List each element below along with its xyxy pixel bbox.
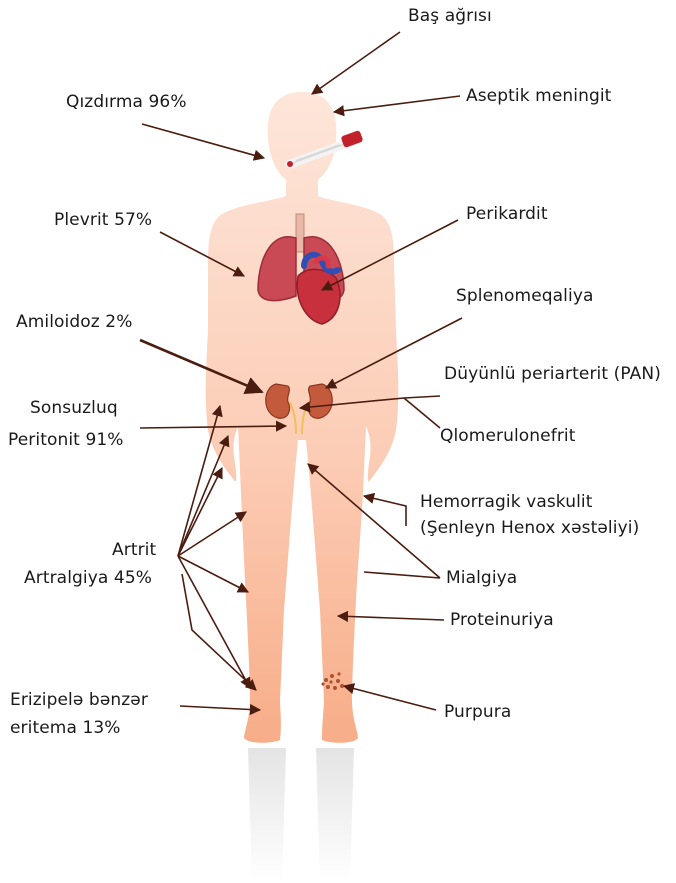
arrow-qizdirma [142,124,264,158]
label-artrit: Artrit [112,540,156,560]
arrow-purpura [344,686,436,710]
arrow-hemorragik [364,496,406,526]
arrow-artrit-foot [178,556,250,688]
label-proteinuriya: Proteinuriya [450,610,554,630]
label-aseptik-meningit: Aseptik meningit [466,86,611,106]
label-hemorragik-vaskulit: Hemorragik vaskulit [420,492,593,512]
arrow-mialgiya-2 [364,572,440,578]
arrow-bas-agrisi [312,32,400,94]
label-purpura: Purpura [444,702,511,722]
label-peritonit: Peritonit 91% [8,430,124,450]
label-amiloidoz: Amiloidoz 2% [16,312,132,332]
label-sonsuzluq: Sonsuzluq [30,398,118,418]
label-perikardit: Perikardit [466,204,548,224]
floor-reflection [248,748,354,883]
label-mialgiya: Mialgiya [446,568,517,588]
label-senleyn-henox: (Şenleyn Henox xəstəliyi) [420,518,639,538]
arrow-artrit-elbow [178,436,228,556]
arrow-qlomerulonefrit [404,398,440,428]
label-plevrit: Plevrit 57% [54,210,152,230]
label-pan: Düyünlü periarterit (PAN) [444,364,661,384]
label-qizdirma: Qızdırma 96% [66,92,187,112]
label-bas-agrisi: Baş ağrısı [408,6,492,26]
label-splenomeqaliya: Splenomeqaliya [456,286,594,306]
label-eritema: eritema 13% [10,718,121,738]
label-erizipele: Erizipelə bənzər [10,690,148,710]
arrow-artrit-wrist [178,468,222,556]
arrow-aseptik [334,96,460,112]
human-silhouette [206,92,399,743]
label-artralgiya: Artralgiya 45% [24,568,152,588]
label-qlomerulonefrit: Qlomerulonefrit [440,426,576,446]
arrow-erizipele [180,706,260,710]
